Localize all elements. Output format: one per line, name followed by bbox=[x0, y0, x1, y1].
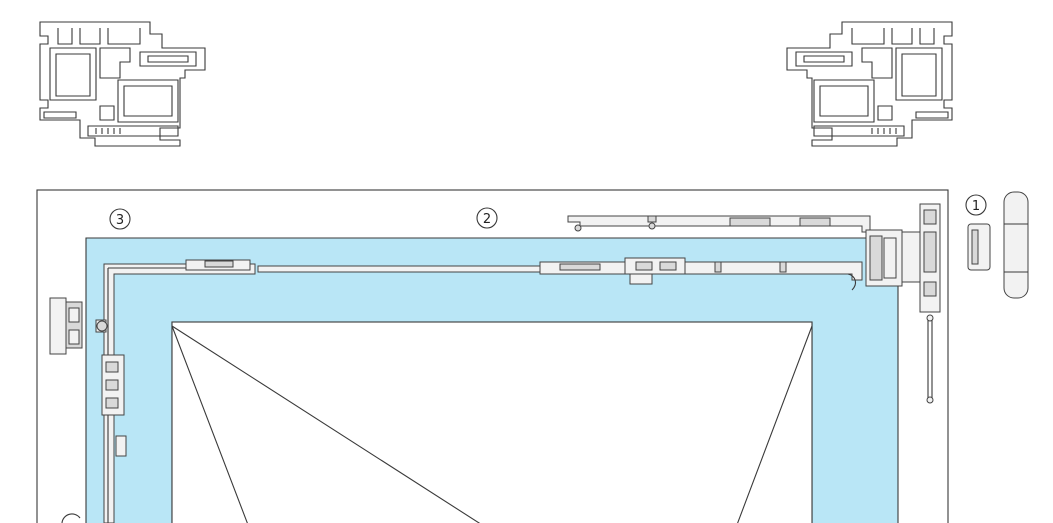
callout-3: 3 bbox=[109, 208, 131, 230]
top-hinge-assembly bbox=[865, 203, 941, 313]
hinge-cover bbox=[967, 191, 1029, 299]
left-profile-section bbox=[39, 21, 206, 147]
svg-text:2: 2 bbox=[483, 212, 491, 227]
callout-1: 1 bbox=[965, 194, 987, 216]
callout-2: 2 bbox=[476, 207, 498, 229]
stay-arm bbox=[257, 257, 863, 291]
side-hinge bbox=[49, 297, 83, 355]
stay-arm-detail bbox=[567, 215, 871, 233]
outer-frame bbox=[36, 189, 949, 523]
right-profile-section bbox=[786, 21, 953, 147]
svg-text:3: 3 bbox=[116, 213, 124, 228]
svg-text:1: 1 bbox=[972, 199, 980, 214]
callout-partial bbox=[61, 513, 81, 523]
corner-drive bbox=[95, 259, 256, 523]
glass-pane bbox=[171, 321, 813, 523]
hinge-pin bbox=[926, 314, 934, 404]
opening-indicator-lines bbox=[171, 325, 813, 523]
